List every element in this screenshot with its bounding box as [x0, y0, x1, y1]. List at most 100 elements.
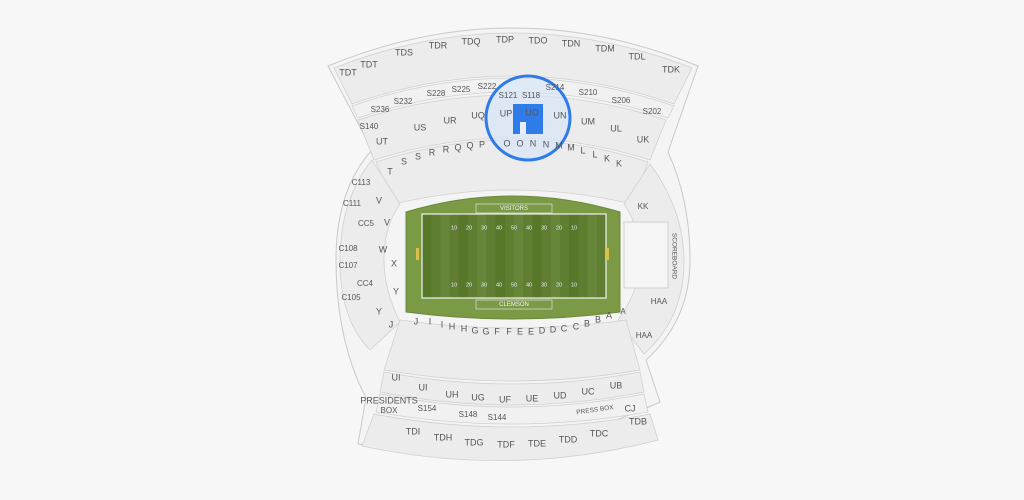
section-label-west-inner[interactable]: Y — [393, 286, 399, 296]
section-label-suite-south[interactable]: S144 — [488, 413, 507, 422]
section-label-suite[interactable]: S236 — [371, 105, 390, 114]
section-label-west[interactable]: C111 — [343, 199, 361, 208]
section-label-lower[interactable]: M — [555, 140, 563, 150]
section-label-upper-deck-south[interactable]: TDB — [629, 416, 647, 426]
section-label-west-inner[interactable]: X — [391, 258, 397, 268]
section-label-upper-row[interactable]: UL — [610, 123, 622, 133]
section-label-lower[interactable]: M — [567, 142, 575, 152]
section-label-lower[interactable]: K — [604, 153, 610, 163]
section-label-upper-row[interactable]: UR — [444, 115, 457, 125]
section-label-suite[interactable]: S228 — [427, 89, 446, 98]
section-label-upper[interactable]: TDL — [628, 51, 645, 61]
section-label-lower[interactable]: L — [580, 145, 585, 155]
section-label-east[interactable]: KK — [638, 202, 649, 211]
section-label-lower-south[interactable]: B — [595, 314, 601, 324]
section-label-lower[interactable]: R — [429, 147, 436, 157]
section-label-west-inner[interactable]: Y — [376, 306, 382, 316]
section-label-west[interactable]: C105 — [341, 293, 361, 302]
section-label-lower[interactable]: N — [543, 139, 550, 149]
section-label-east[interactable]: HAA — [651, 297, 668, 306]
presidents-box-label[interactable]: BOX — [381, 406, 399, 415]
upper-deck-south[interactable] — [361, 413, 659, 462]
section-label-lower-south[interactable]: J — [414, 316, 419, 326]
section-label-lower-south[interactable]: F — [506, 326, 512, 336]
section-label-upper[interactable]: TDK — [662, 64, 680, 74]
suite-band-north[interactable] — [351, 77, 675, 119]
section-label-lower-south[interactable]: I — [429, 316, 432, 326]
section-label-lower-south[interactable]: D — [539, 325, 546, 335]
section-label-suite[interactable]: S232 — [394, 97, 413, 106]
section-label-upper-deck-south[interactable]: TDC — [590, 428, 609, 438]
section-label-upper-row[interactable]: UP — [500, 108, 513, 118]
section-label-upper-row[interactable]: UN — [554, 110, 567, 120]
section-label-upper[interactable]: TDT — [360, 59, 378, 69]
section-label-upper-south[interactable]: UI — [419, 382, 428, 392]
upper-deck-north[interactable] — [333, 32, 693, 105]
section-label-suite[interactable]: S222 — [478, 82, 497, 91]
section-label-upper-row[interactable]: UQ — [471, 110, 485, 120]
upper-bowl-south[interactable] — [379, 371, 645, 406]
section-label-upper-row[interactable]: UM — [581, 116, 595, 126]
section-label-upper-deck-south[interactable]: TDG — [465, 437, 484, 447]
section-label-west[interactable]: C113 — [352, 178, 371, 187]
section-label-upper[interactable]: TDP — [496, 34, 514, 44]
section-label-lower-south[interactable]: C — [561, 323, 568, 333]
section-label-lower[interactable]: S — [415, 151, 421, 161]
section-label-suite[interactable]: S214 — [546, 83, 565, 92]
section-label-suite-south[interactable]: S154 — [418, 404, 437, 413]
section-label-west-inner[interactable]: V — [376, 195, 382, 205]
section-label-lower-south[interactable]: D — [550, 324, 557, 334]
section-label-suite[interactable]: S202 — [643, 107, 662, 116]
section-label-lower-south[interactable]: H — [449, 321, 456, 331]
section-label-west[interactable]: CC4 — [357, 279, 374, 288]
section-label-suite-south[interactable]: S148 — [459, 410, 478, 419]
section-label-upper-south[interactable]: UH — [446, 389, 459, 399]
section-label-suite[interactable]: S225 — [452, 85, 471, 94]
section-label-lower-south[interactable]: I — [441, 319, 444, 329]
section-label-upper-row[interactable]: UO — [525, 107, 539, 117]
section-label-lower-south[interactable]: C — [573, 321, 580, 331]
section-label-upper-south[interactable]: UE — [526, 393, 539, 403]
section-label-lower[interactable]: N — [530, 138, 537, 148]
section-label-upper-deck-south[interactable]: TDE — [528, 438, 546, 448]
section-label-suite[interactable]: S118 — [522, 91, 541, 100]
section-label-lower-south[interactable]: E — [528, 326, 534, 336]
section-label-lower[interactable]: P — [479, 139, 485, 149]
section-label-upper[interactable]: TDQ — [462, 36, 481, 46]
section-label-upper-row[interactable]: UT — [376, 136, 388, 146]
section-label-west-inner[interactable]: W — [379, 244, 388, 254]
section-label-lower[interactable]: O — [503, 138, 510, 148]
section-label-upper[interactable]: TDM — [595, 43, 615, 53]
section-label-upper-south[interactable]: UB — [610, 380, 623, 390]
section-label-lower-south[interactable]: H — [461, 323, 468, 333]
section-label-upper-deck-south[interactable]: TDH — [434, 432, 453, 442]
section-label-upper-south[interactable]: UF — [499, 394, 511, 404]
section-label-lower-south[interactable]: E — [517, 326, 523, 336]
section-label-upper[interactable]: TDR — [429, 40, 448, 50]
section-label-upper[interactable]: TDT — [339, 67, 357, 77]
section-label-upper[interactable]: TDS — [395, 47, 413, 57]
section-label-west[interactable]: C108 — [338, 244, 358, 253]
section-label-lower[interactable]: L — [592, 149, 597, 159]
section-label-upper-deck-south[interactable]: TDI — [406, 426, 421, 436]
section-label-lower[interactable]: Q — [466, 140, 473, 150]
section-label-lower[interactable]: S — [401, 156, 407, 166]
section-label-west[interactable]: C107 — [338, 261, 358, 270]
section-label-suite[interactable]: S140 — [360, 122, 379, 131]
section-label-lower-south[interactable]: B — [584, 318, 590, 328]
section-label-lower[interactable]: T — [387, 166, 393, 176]
section-label-suite[interactable]: S206 — [612, 96, 631, 105]
section-label-lower-south[interactable]: A — [606, 310, 612, 320]
west-endzone-stands[interactable] — [339, 159, 401, 351]
scoreboard-label[interactable]: SCOREBOARD — [670, 233, 677, 280]
section-label-suite[interactable]: S121 — [499, 91, 518, 100]
section-label-lower-south[interactable]: J — [389, 319, 394, 329]
section-label-lower-south[interactable]: F — [494, 326, 500, 336]
section-label-lower-south[interactable]: G — [482, 326, 489, 336]
section-label-upper[interactable]: TDO — [529, 35, 548, 45]
section-label-suite[interactable]: S210 — [579, 88, 598, 97]
section-label-upper-row[interactable]: UK — [637, 134, 650, 144]
section-label-upper-south[interactable]: UG — [471, 392, 485, 402]
section-label-east[interactable]: A — [620, 307, 626, 316]
section-label-upper-row[interactable]: US — [414, 122, 427, 132]
